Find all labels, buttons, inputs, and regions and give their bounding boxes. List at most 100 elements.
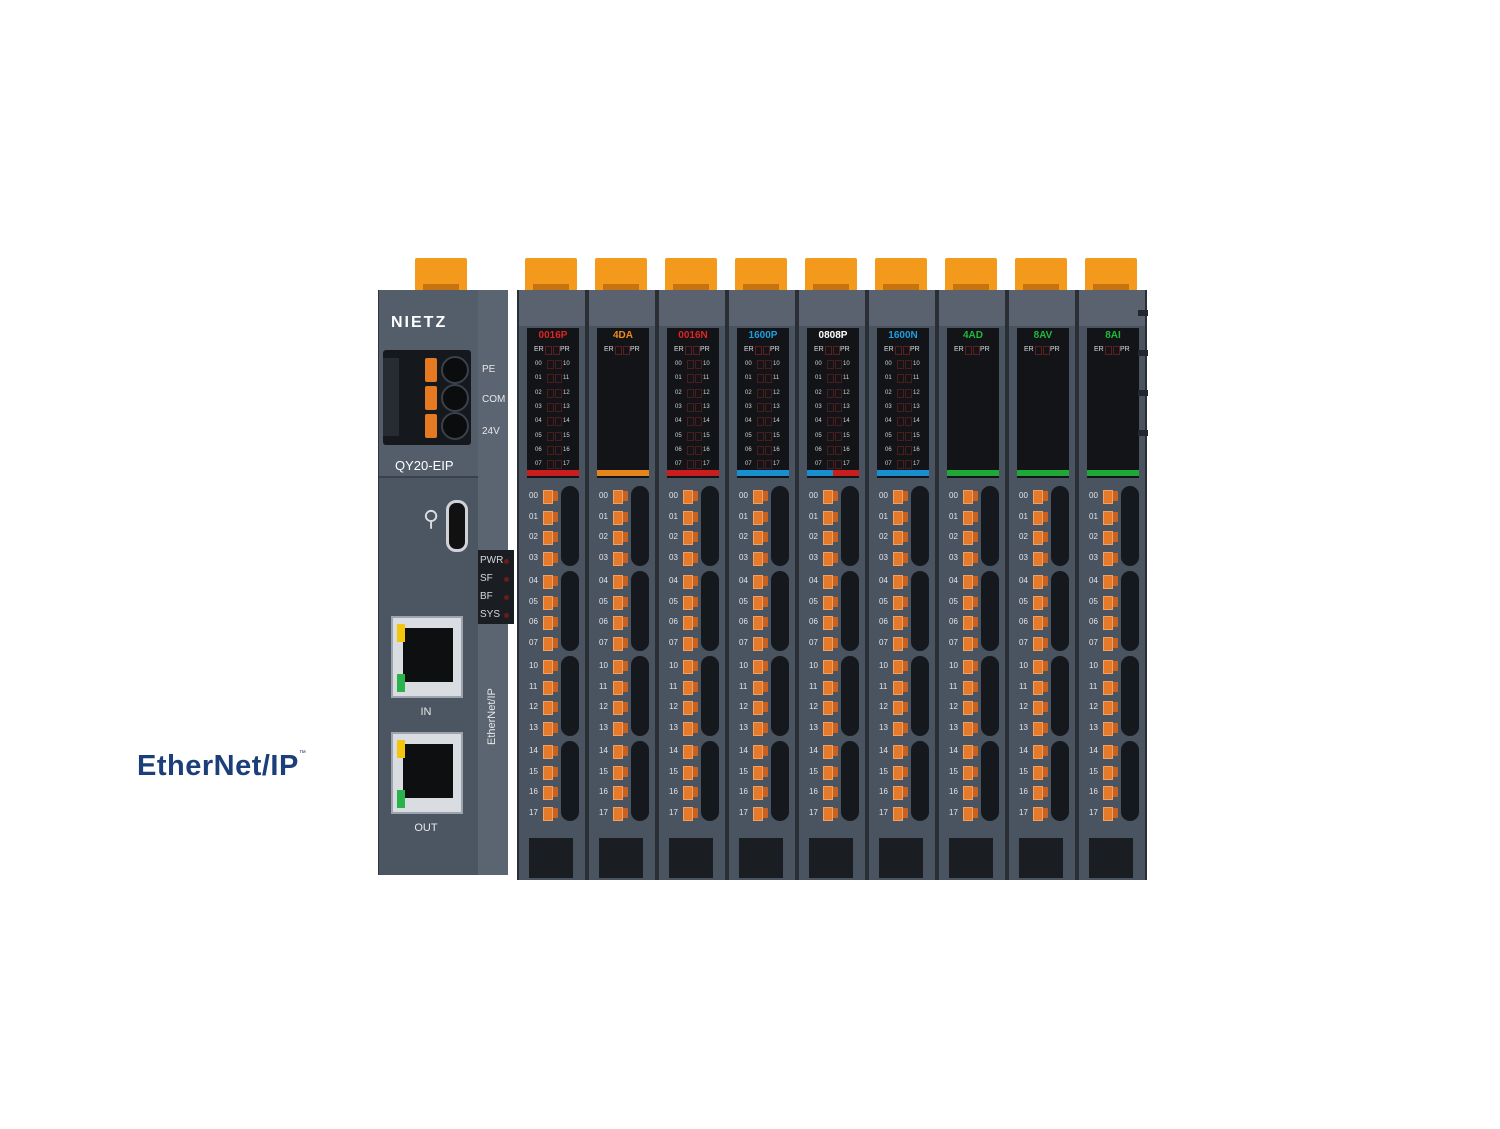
terminal-release-lever [1103, 595, 1113, 610]
terminal-row: 16 [1087, 784, 1139, 802]
module-type-label: 0808P [818, 330, 848, 341]
led-channel-label: 11 [913, 375, 920, 382]
terminal-release-tab [763, 807, 768, 818]
terminal-row: 02 [807, 529, 859, 547]
coupler-module: NIETZ QY20-EIP ⚲ IN OUT [378, 290, 479, 875]
terminal-row: 17 [527, 805, 579, 823]
terminal-row: 07 [597, 635, 649, 653]
terminal-release-tab [763, 722, 768, 733]
terminal-release-lever [963, 490, 973, 504]
terminal-release-lever [543, 595, 553, 610]
channel-led [547, 431, 554, 441]
terminal-row: 01 [1087, 509, 1139, 527]
channel-led [827, 460, 834, 470]
channel-led [905, 417, 912, 427]
terminal-row: 14 [1017, 743, 1069, 761]
led-channel-label: 06 [815, 446, 822, 453]
terminal-row: 02 [947, 529, 999, 547]
terminal-release-tab [553, 576, 558, 586]
led-channel-label: 16 [563, 446, 570, 453]
terminal-number: 11 [1089, 681, 1098, 691]
terminal-release-tab [1043, 617, 1048, 627]
channel-led [555, 431, 562, 441]
terminal-release-lever [613, 595, 623, 610]
terminal-release-tab [1113, 532, 1118, 542]
terminal-release-lever [893, 636, 903, 651]
terminal-release-lever [893, 721, 903, 736]
terminal-release-tab [763, 491, 768, 501]
terminal-release-tab [1043, 746, 1048, 756]
terminal-number: 02 [1089, 532, 1098, 541]
terminal-row: 04 [667, 573, 719, 591]
terminal-release-lever [823, 701, 833, 715]
channel-led [695, 360, 702, 369]
terminal-release-lever [683, 531, 693, 545]
terminal-release-lever [893, 510, 903, 525]
led-channel-label: 10 [773, 361, 780, 367]
terminal-release-lever [753, 510, 763, 525]
terminal-number: 14 [529, 746, 538, 755]
led-channel-label: 04 [885, 418, 892, 425]
status-bar [737, 470, 789, 476]
terminal-number: 10 [1019, 661, 1028, 670]
terminal-number: 13 [739, 722, 748, 732]
terminal-release-lever [963, 701, 973, 715]
pr-led [973, 346, 980, 355]
terminal-release-lever [1033, 680, 1043, 695]
terminal-release-lever [823, 575, 833, 589]
terminal-hole-block [631, 741, 649, 821]
led-channel-label: 03 [745, 403, 752, 410]
led-channel-label: 01 [815, 375, 822, 382]
terminal-row: 01 [527, 509, 579, 527]
terminal-release-tab [1043, 532, 1048, 542]
rj45-out-port [391, 732, 463, 814]
terminal-number: 11 [879, 681, 888, 691]
terminal-number: 02 [949, 532, 958, 541]
channel-led [765, 374, 772, 384]
terminal-release-tab [833, 576, 838, 586]
status-bar [597, 470, 649, 476]
terminal-row: 12 [597, 699, 649, 717]
terminal-number: 06 [1019, 617, 1028, 626]
terminal-hole-block [841, 656, 859, 736]
terminal-release-lever [823, 786, 833, 800]
power-connector [383, 350, 471, 445]
terminal-release-tab [1043, 702, 1048, 712]
led-channel-label: 12 [843, 389, 850, 396]
ethernet-ip-logo: EtherNet/IP™ [137, 750, 306, 783]
terminal-release-lever [543, 701, 553, 715]
terminal-release-lever [1103, 531, 1113, 545]
terminal-release-lever [1103, 551, 1113, 566]
link-led [397, 740, 405, 758]
terminal-number: 07 [879, 637, 888, 647]
led-dot [504, 613, 509, 618]
led-channel-label: 03 [535, 403, 542, 410]
channel-led [765, 460, 772, 470]
connector-hole [441, 412, 469, 440]
terminal-release-tab [973, 681, 978, 692]
slice-foot [1089, 838, 1133, 878]
terminal-hole-block [701, 741, 719, 821]
terminal-release-tab [623, 807, 628, 818]
terminal-release-tab [1113, 617, 1118, 627]
terminal-release-tab [693, 596, 698, 607]
terminal-number: 16 [879, 787, 888, 796]
terminal-number: 11 [669, 681, 678, 691]
channel-led [757, 388, 764, 398]
terminal-release-lever [753, 701, 763, 715]
channel-led [687, 374, 694, 384]
terminal-release-tab [973, 491, 978, 501]
terminal-number: 15 [949, 766, 958, 776]
slice-latch [805, 258, 857, 294]
terminal-release-lever [1103, 680, 1113, 695]
led-channel-label: 02 [815, 389, 822, 396]
terminal-number: 06 [599, 617, 608, 626]
module-type-label: 4AD [962, 330, 983, 341]
terminal-number: 05 [529, 596, 538, 606]
terminal-release-lever [543, 680, 553, 695]
terminal-release-tab [763, 596, 768, 607]
terminal-number: 13 [669, 722, 678, 732]
